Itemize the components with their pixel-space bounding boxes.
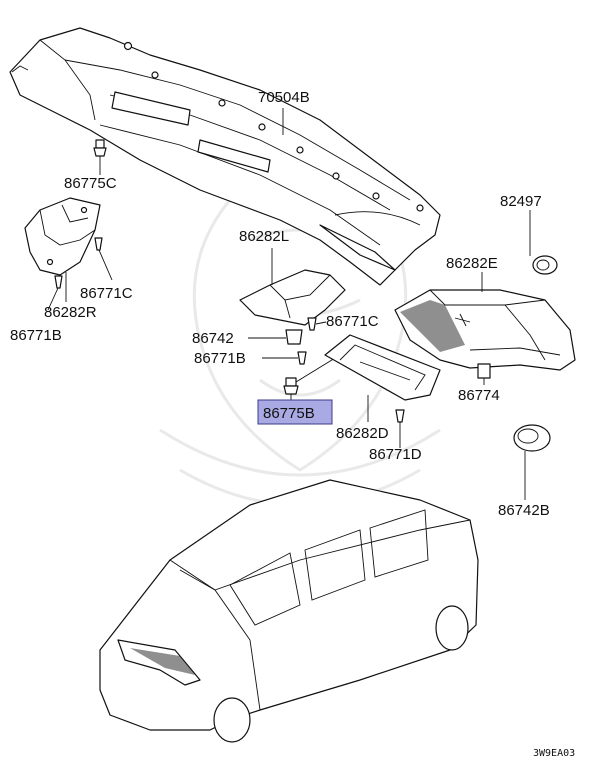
highlight-box-86775b [257, 399, 333, 425]
label-86771b-left: 86771B [10, 327, 62, 344]
label-86771c-left: 86771C [80, 285, 133, 302]
label-86771d: 86771D [369, 446, 422, 463]
label-86282e: 86282E [446, 255, 498, 272]
grommet-82497 [529, 210, 558, 275]
label-86774: 86774 [458, 387, 500, 404]
screw-86771b-left [47, 275, 63, 311]
screw-86771c-center [307, 317, 327, 331]
screw-86771b-center [262, 351, 307, 365]
label-86282d: 86282D [336, 425, 389, 442]
bolt-86775c [93, 139, 107, 175]
cowl-top-panel [9, 27, 441, 286]
label-86775c: 86775C [64, 175, 117, 192]
vehicle-outline [99, 479, 479, 743]
label-86282l: 86282L [239, 228, 289, 245]
label-86771b-center: 86771B [194, 350, 246, 367]
bracket-86282l [239, 248, 346, 326]
label-86771c-center: 86771C [326, 313, 379, 330]
clip-86742 [248, 329, 303, 345]
bracket-86282e [394, 272, 576, 371]
label-86282r: 86282R [44, 304, 97, 321]
clip-86774 [477, 363, 491, 385]
diagram-code: 3W9EA03 [533, 748, 575, 759]
label-82497: 82497 [500, 193, 542, 210]
label-86742: 86742 [192, 330, 234, 347]
screw-86771d [395, 409, 405, 448]
bracket-86282r [24, 197, 101, 276]
label-86742b: 86742B [498, 502, 550, 519]
bracket-86282d [324, 334, 441, 422]
label-70504b: 70504B [258, 89, 310, 106]
labels: 70504B 86775C 86771C 86282R 86771B 86282… [10, 89, 575, 759]
screw-86771c-left [94, 237, 113, 281]
cap-86742b [513, 424, 551, 500]
label-86775b[interactable]: 86775B [263, 405, 315, 422]
